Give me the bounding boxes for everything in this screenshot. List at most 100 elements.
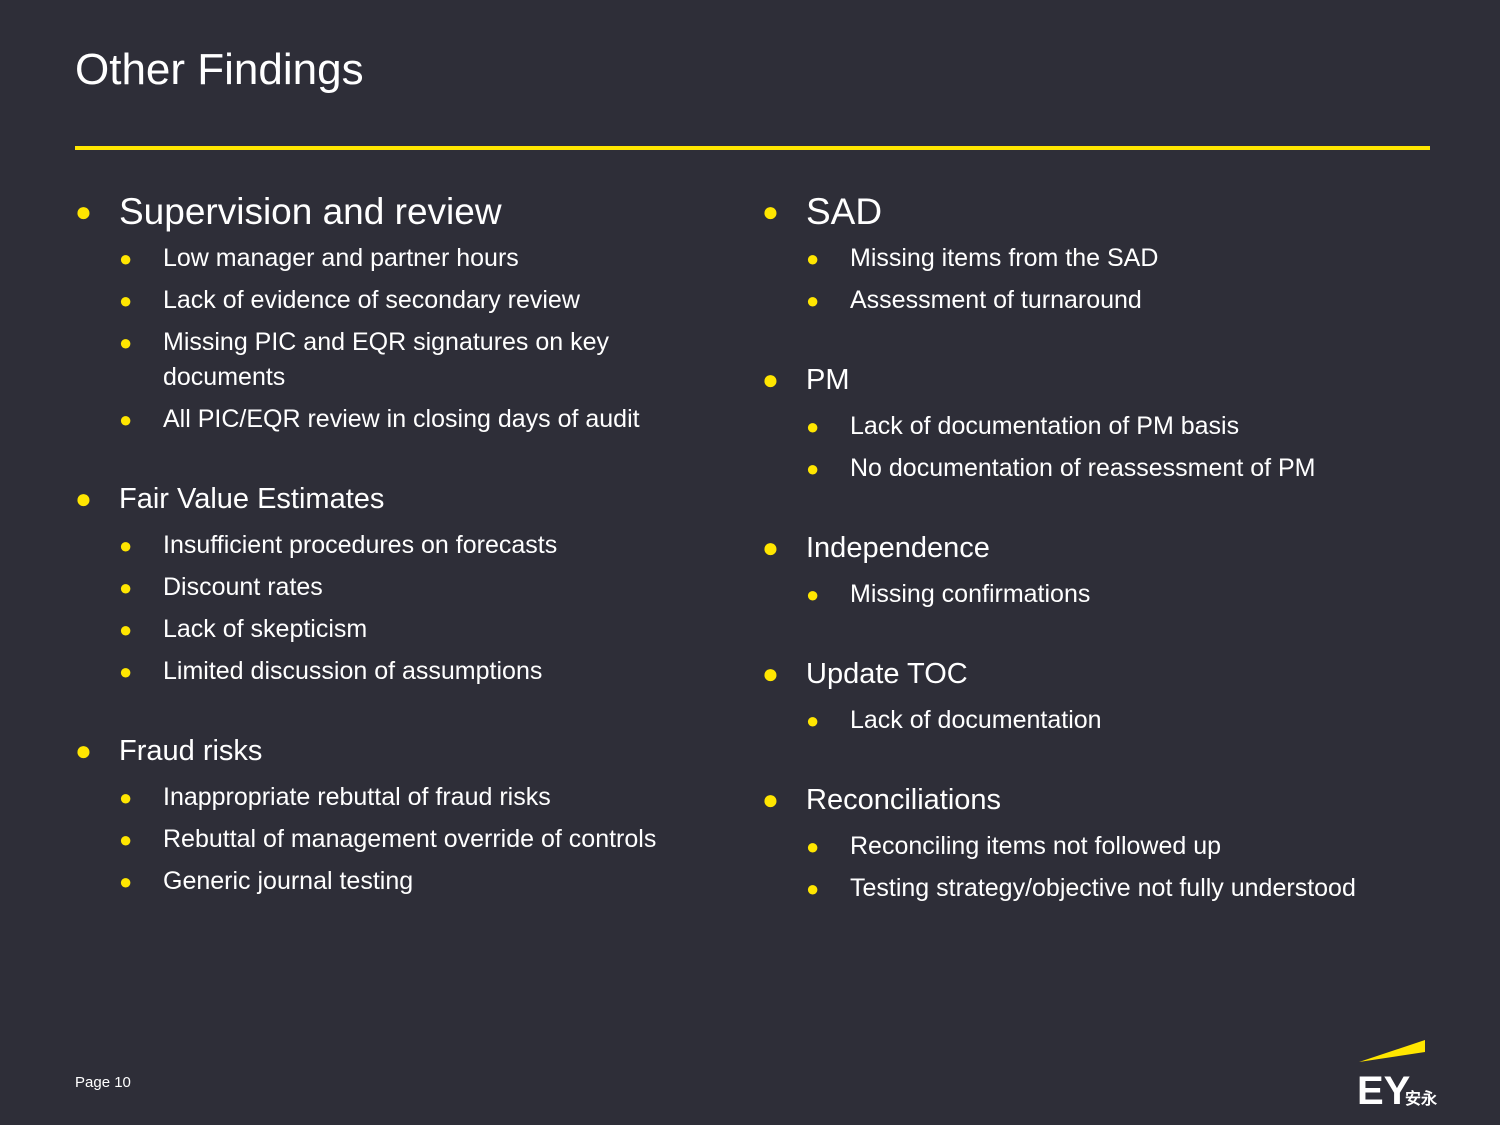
list-item: ● Assessment of turnaround	[806, 283, 1452, 318]
bullet-dot-icon: ●	[806, 288, 820, 313]
list-item: ● No documentation of reassessment of PM	[806, 451, 1452, 486]
section-heading-row: ● Reconciliations	[762, 778, 1452, 822]
bullet-dot-icon: ●	[119, 288, 133, 313]
section-heading-row: ● Fair Value Estimates	[75, 477, 715, 521]
section-heading: Independence	[806, 532, 990, 564]
section-heading: SAD	[806, 191, 883, 232]
bullet-dot-icon: ●	[762, 784, 779, 815]
bullet-dot-icon: ●	[119, 533, 133, 558]
section-heading: Reconciliations	[806, 784, 1002, 816]
section-heading: Update TOC	[806, 658, 968, 690]
bullet-list: ● Inappropriate rebuttal of fraud risks ●…	[75, 780, 715, 899]
bullet-list: ● Missing confirmations	[762, 577, 1452, 612]
list-item-text: Testing strategy/objective not fully und…	[850, 874, 1356, 902]
bullet-dot-icon: ●	[119, 575, 133, 600]
bullet-dot-icon: ●	[806, 456, 820, 481]
bullet-dot-icon: ●	[762, 364, 779, 395]
list-item: ● Discount rates	[119, 570, 715, 605]
bullet-dot-icon: ●	[806, 246, 820, 271]
list-item: ● Generic journal testing	[119, 864, 715, 899]
bullet-list: ● Missing items from the SAD ● Assessment …	[762, 241, 1452, 318]
bullet-dot-icon: ●	[762, 658, 779, 689]
list-item: ● Missing items from the SAD	[806, 241, 1452, 276]
bullet-dot-icon: ●	[762, 196, 779, 227]
logo-beam-shape	[1359, 1040, 1425, 1062]
list-item-text: Reconciling items not followed up	[850, 832, 1222, 860]
list-item-text: Assessment of turnaround	[850, 286, 1142, 314]
bullet-dot-icon: ●	[119, 827, 133, 852]
list-item-text: Inappropriate rebuttal of fraud risks	[163, 783, 551, 811]
list-item-text: Lack of skepticism	[163, 615, 368, 643]
section-heading-row: ● PM	[762, 358, 1452, 402]
list-item-text: Missing confirmations	[850, 580, 1091, 608]
bullet-dot-icon: ●	[119, 785, 133, 810]
section-supervision-review: ● Supervision and review ●Low manager an…	[75, 190, 715, 437]
list-item-text: Missing items from the SAD	[850, 244, 1159, 272]
list-item: ● Missing confirmations	[806, 577, 1452, 612]
section-heading: Supervision and review	[119, 191, 502, 232]
bullet-list: ● Lack of documentation	[762, 703, 1452, 738]
section-heading-row: ● Fraud risks	[75, 729, 715, 773]
slide-title: Other Findings	[75, 45, 364, 94]
list-item: ● All PIC/EQR review in closing days of a…	[119, 402, 715, 437]
list-item-text: Missing PIC and EQR signatures on key do…	[163, 328, 610, 391]
section-independence: ● Independence ● Missing confirmations	[762, 526, 1452, 612]
list-item: ● Reconciling items not followed up	[806, 829, 1452, 864]
bullet-dot-icon: ●	[806, 708, 820, 733]
bullet-dot-icon: ●	[119, 617, 133, 642]
list-item: ● Lack of documentation	[806, 703, 1452, 738]
bullet-dot-icon: ●	[806, 582, 820, 607]
list-item: ● Rebuttal of management override of cont…	[119, 822, 715, 857]
section-heading-row: ● SAD	[762, 190, 1452, 234]
list-item-text: Lack of documentation	[850, 706, 1102, 734]
bullet-list: ●Insufficient procedures on forecasts ● D…	[75, 528, 715, 689]
bullet-list: ● Reconciling items not followed up ● Test…	[762, 829, 1452, 906]
page-number: Page 10	[75, 1074, 131, 1091]
list-item-text: Rebuttal of management override of contr…	[163, 825, 657, 853]
list-item-text: Lack of documentation of PM basis	[850, 412, 1240, 440]
bullet-dot-icon: ●	[762, 532, 779, 563]
bullet-dot-icon: ●	[119, 407, 133, 432]
list-item-text: No documentation of reassessment of PM	[850, 454, 1316, 482]
bullet-dot-icon: ●	[119, 659, 133, 684]
bullet-dot-icon: ●	[75, 735, 92, 766]
list-item: ● Missing PIC and EQR signatures on key d…	[119, 325, 715, 395]
section-heading: Fraud risks	[119, 735, 263, 767]
section-fair-value-estimates: ● Fair Value Estimates ●Insufficient pro…	[75, 477, 715, 689]
bullet-dot-icon: ●	[119, 330, 133, 355]
list-item: ● Limited discussion of assumptions	[119, 654, 715, 689]
bullet-list: ● Lack of documentation of PM basis ● No d…	[762, 409, 1452, 486]
list-item: ● Lack of documentation of PM basis	[806, 409, 1452, 444]
bullet-dot-icon: ●	[806, 414, 820, 439]
bullet-dot-icon: ●	[75, 196, 92, 227]
section-sad: ● SAD ● Missing items from the SAD ● Asses…	[762, 190, 1452, 318]
section-heading-row: ● Update TOC	[762, 652, 1452, 696]
bullet-dot-icon: ●	[806, 834, 820, 859]
bullet-dot-icon: ●	[119, 869, 133, 894]
list-item-text: Lack of evidence of secondary review	[163, 286, 580, 314]
bullet-list: ●Low manager and partner hours ● Lack of …	[75, 241, 715, 437]
bullet-dot-icon: ●	[75, 483, 92, 514]
section-heading-row: ● Supervision and review	[75, 190, 715, 234]
section-heading: Fair Value Estimates	[119, 483, 385, 515]
right-column: ● SAD ● Missing items from the SAD ● Asses…	[762, 190, 1452, 906]
ey-logo-icon: EY 安永	[1357, 1040, 1437, 1110]
list-item: ● Testing strategy/objective not fully un…	[806, 871, 1452, 906]
list-item: ●Low manager and partner hours	[119, 241, 715, 276]
section-reconciliations: ● Reconciliations ● Reconciling items not…	[762, 778, 1452, 906]
list-item: ● Inappropriate rebuttal of fraud risks	[119, 780, 715, 815]
section-heading-row: ● Independence	[762, 526, 1452, 570]
list-item: ● Lack of skepticism	[119, 612, 715, 647]
list-item-text: Generic journal testing	[163, 867, 414, 895]
section-pm: ● PM ● Lack of documentation of PM basis …	[762, 358, 1452, 486]
logo-wordmark: EY	[1357, 1069, 1411, 1110]
logo-secondary-text: 安永	[1405, 1089, 1437, 1108]
section-update-toc: ● Update TOC ● Lack of documentation	[762, 652, 1452, 738]
list-item-text: Limited discussion of assumptions	[163, 657, 543, 685]
list-item-text: All PIC/EQR review in closing days of au…	[163, 405, 640, 433]
list-item-text: Discount rates	[163, 573, 323, 601]
bullet-dot-icon: ●	[119, 246, 133, 271]
bullet-dot-icon: ●	[806, 876, 820, 901]
list-item: ●Insufficient procedures on forecasts	[119, 528, 715, 563]
section-fraud-risks: ● Fraud risks ● Inappropriate rebuttal of…	[75, 729, 715, 899]
